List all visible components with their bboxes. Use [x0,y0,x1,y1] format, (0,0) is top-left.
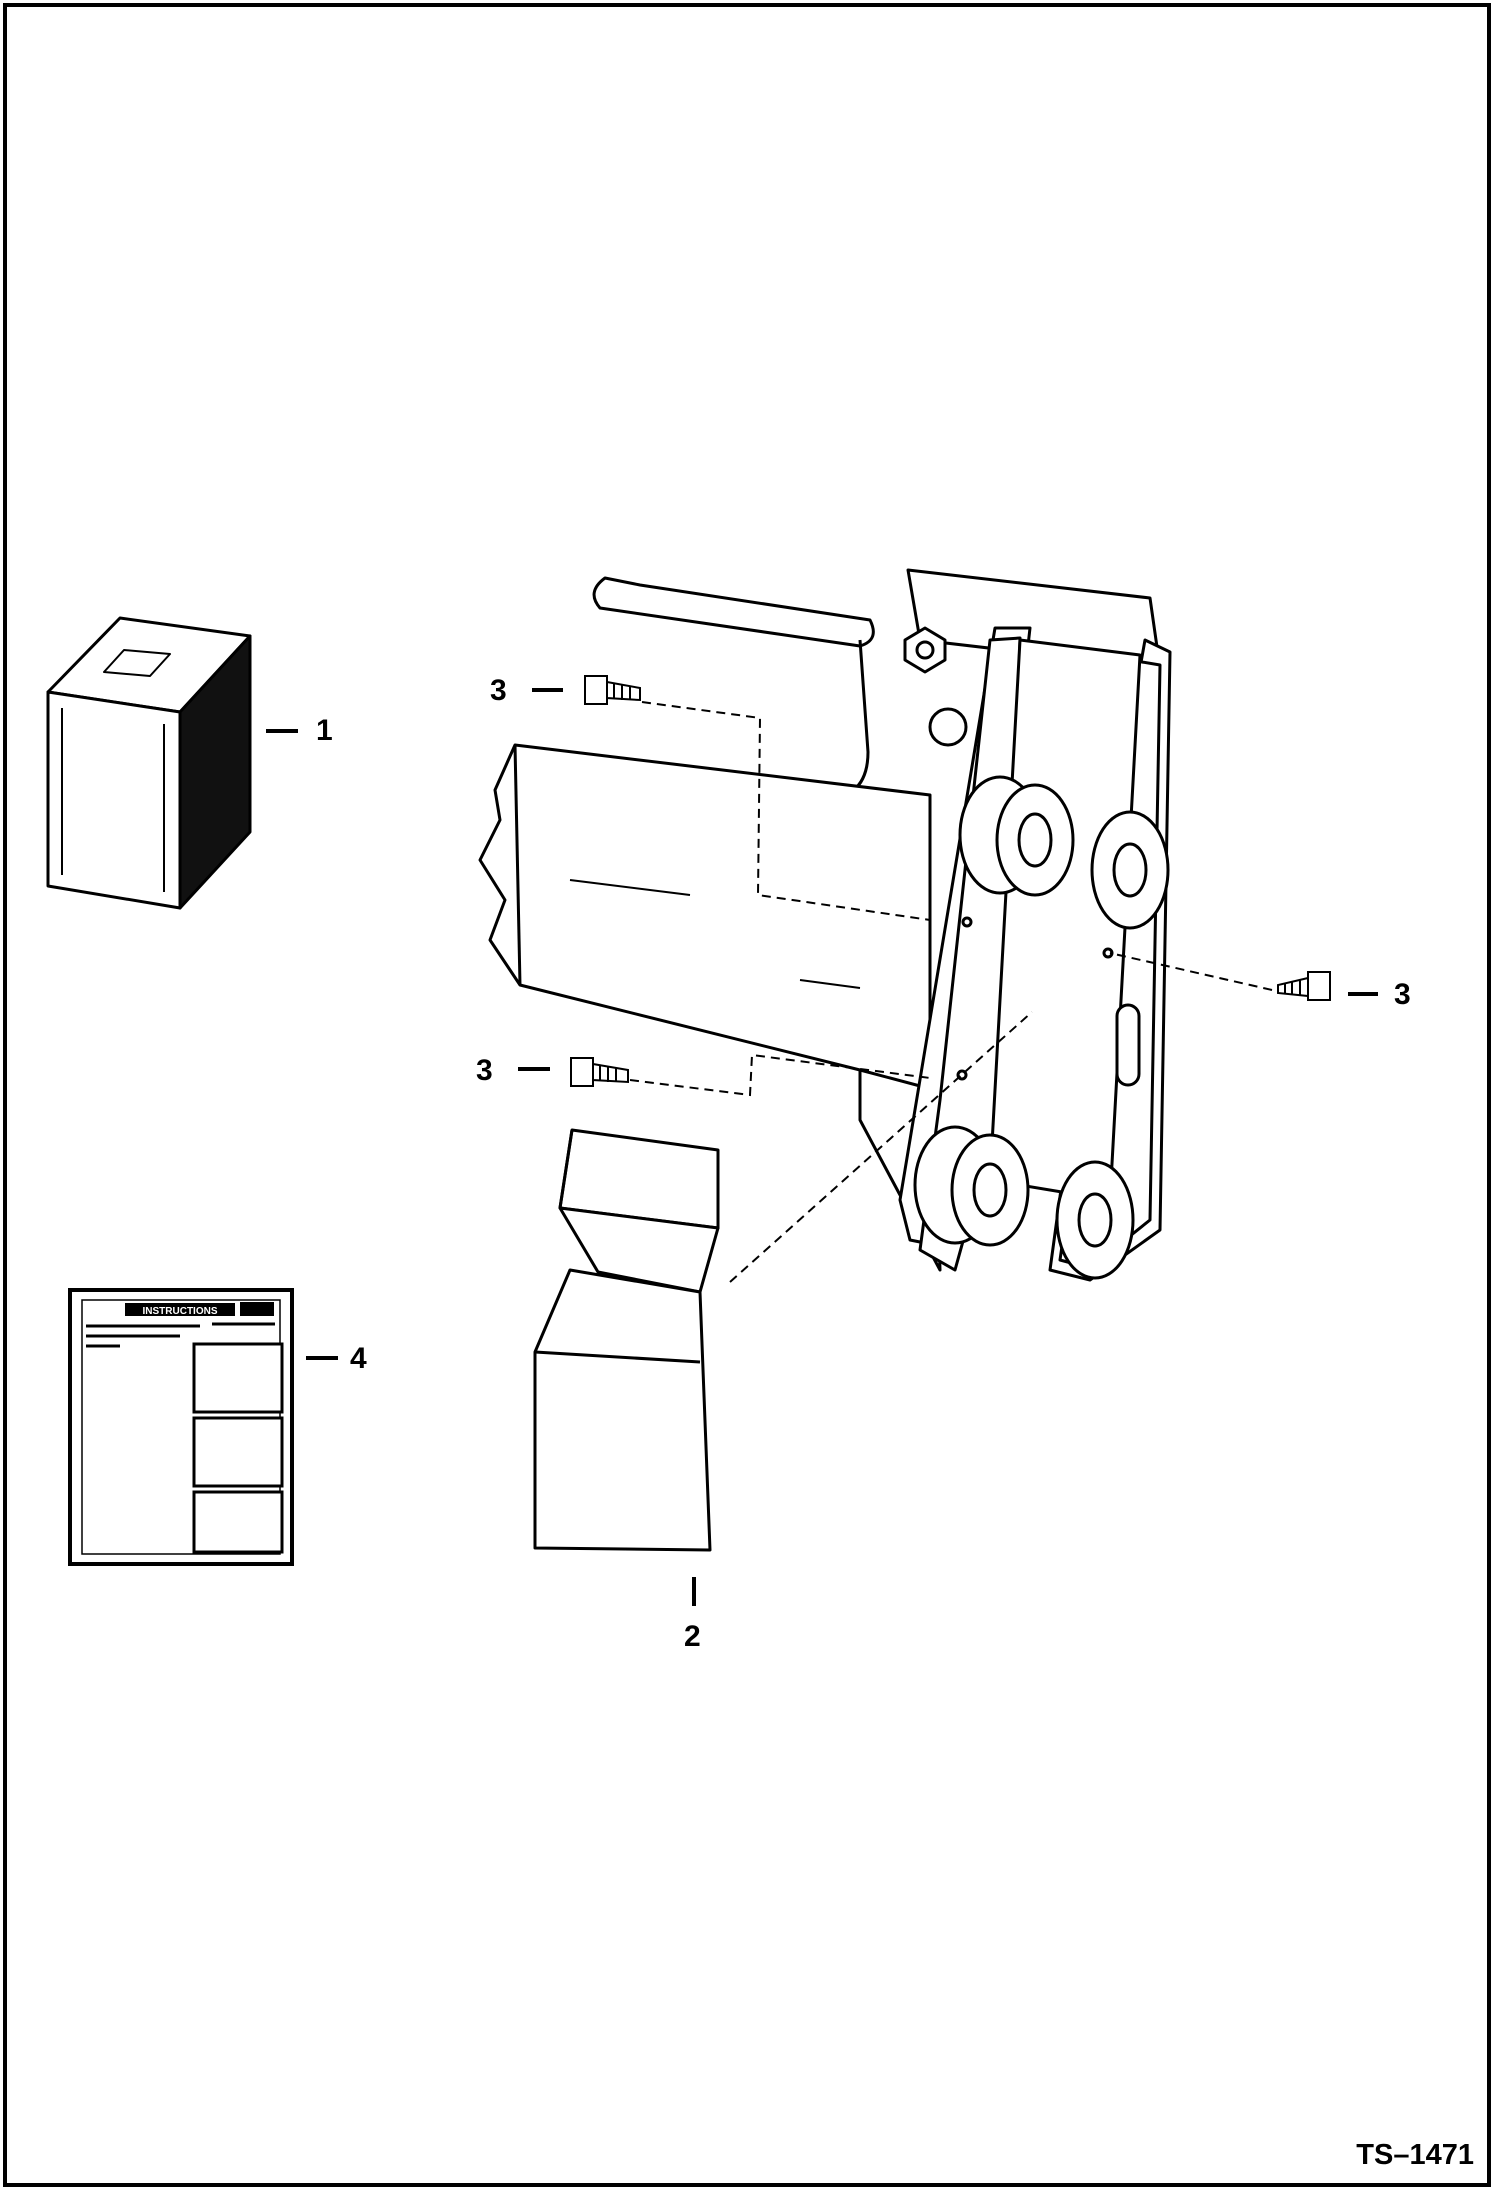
bolt-3c [570,1057,629,1087]
document-number: TS–1471 [1356,2139,1474,2171]
assembly-dashed-lines [629,701,1273,1283]
arm-frame [478,568,1172,1282]
leader-lines [266,688,1378,1606]
battery-box [46,616,252,910]
rubber-pad [533,1128,720,1552]
callout-3-lower-left: 3 [476,1054,493,1087]
callout-2: 2 [684,1620,701,1653]
bolt-3a [584,675,641,705]
callout-3-top-left: 3 [490,674,507,707]
instruction-sheet: INSTRUCTIONS [68,1288,294,1566]
bolt-3b [1277,971,1331,1001]
instruction-sheet-title: INSTRUCTIONS [143,1306,218,1317]
page-border [3,3,1491,2187]
callout-3-right: 3 [1394,978,1411,1011]
callout-1: 1 [316,714,333,747]
callout-4: 4 [350,1342,367,1375]
